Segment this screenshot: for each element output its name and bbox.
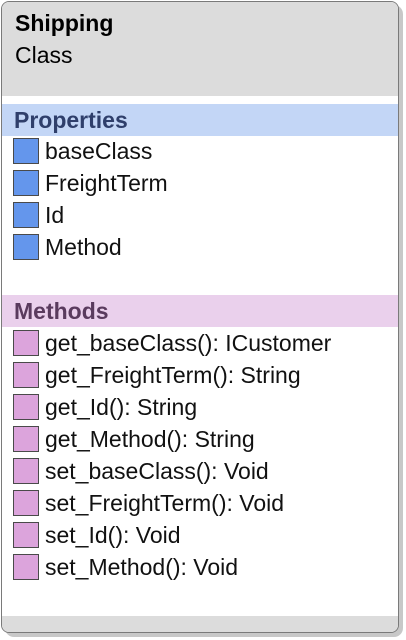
properties-section-header: Properties (2, 104, 398, 136)
class-header: Shipping Class (2, 2, 398, 96)
method-icon (13, 426, 39, 452)
property-label: FreightTerm (45, 170, 168, 196)
method-label: get_Method(): String (45, 426, 255, 452)
class-footer (2, 616, 398, 632)
method-label: get_Id(): String (45, 394, 198, 420)
method-label: set_baseClass(): Void (45, 458, 269, 484)
property-label: Id (45, 202, 65, 228)
method-icon (13, 394, 39, 420)
method-icon (13, 522, 39, 548)
method-icon (13, 330, 39, 356)
property-icon (13, 170, 39, 196)
methods-section-header: Methods (2, 295, 398, 327)
method-label: get_FreightTerm(): String (45, 362, 301, 388)
class-stereotype: Class (15, 42, 73, 68)
property-icon (13, 234, 39, 260)
class-name: Shipping (15, 10, 114, 36)
method-label: set_Id(): Void (45, 522, 181, 548)
class-box: Shipping Class Properties baseClass Frei… (1, 1, 399, 633)
property-icon (13, 202, 39, 228)
method-icon (13, 362, 39, 388)
method-icon (13, 554, 39, 580)
property-label: Method (45, 234, 122, 260)
method-label: set_Method(): Void (45, 554, 239, 580)
property-icon (13, 138, 39, 164)
method-icon (13, 458, 39, 484)
method-label: set_FreightTerm(): Void (45, 490, 285, 516)
method-label: get_baseClass(): ICustomer (45, 330, 332, 356)
method-icon (13, 490, 39, 516)
property-label: baseClass (45, 138, 153, 164)
